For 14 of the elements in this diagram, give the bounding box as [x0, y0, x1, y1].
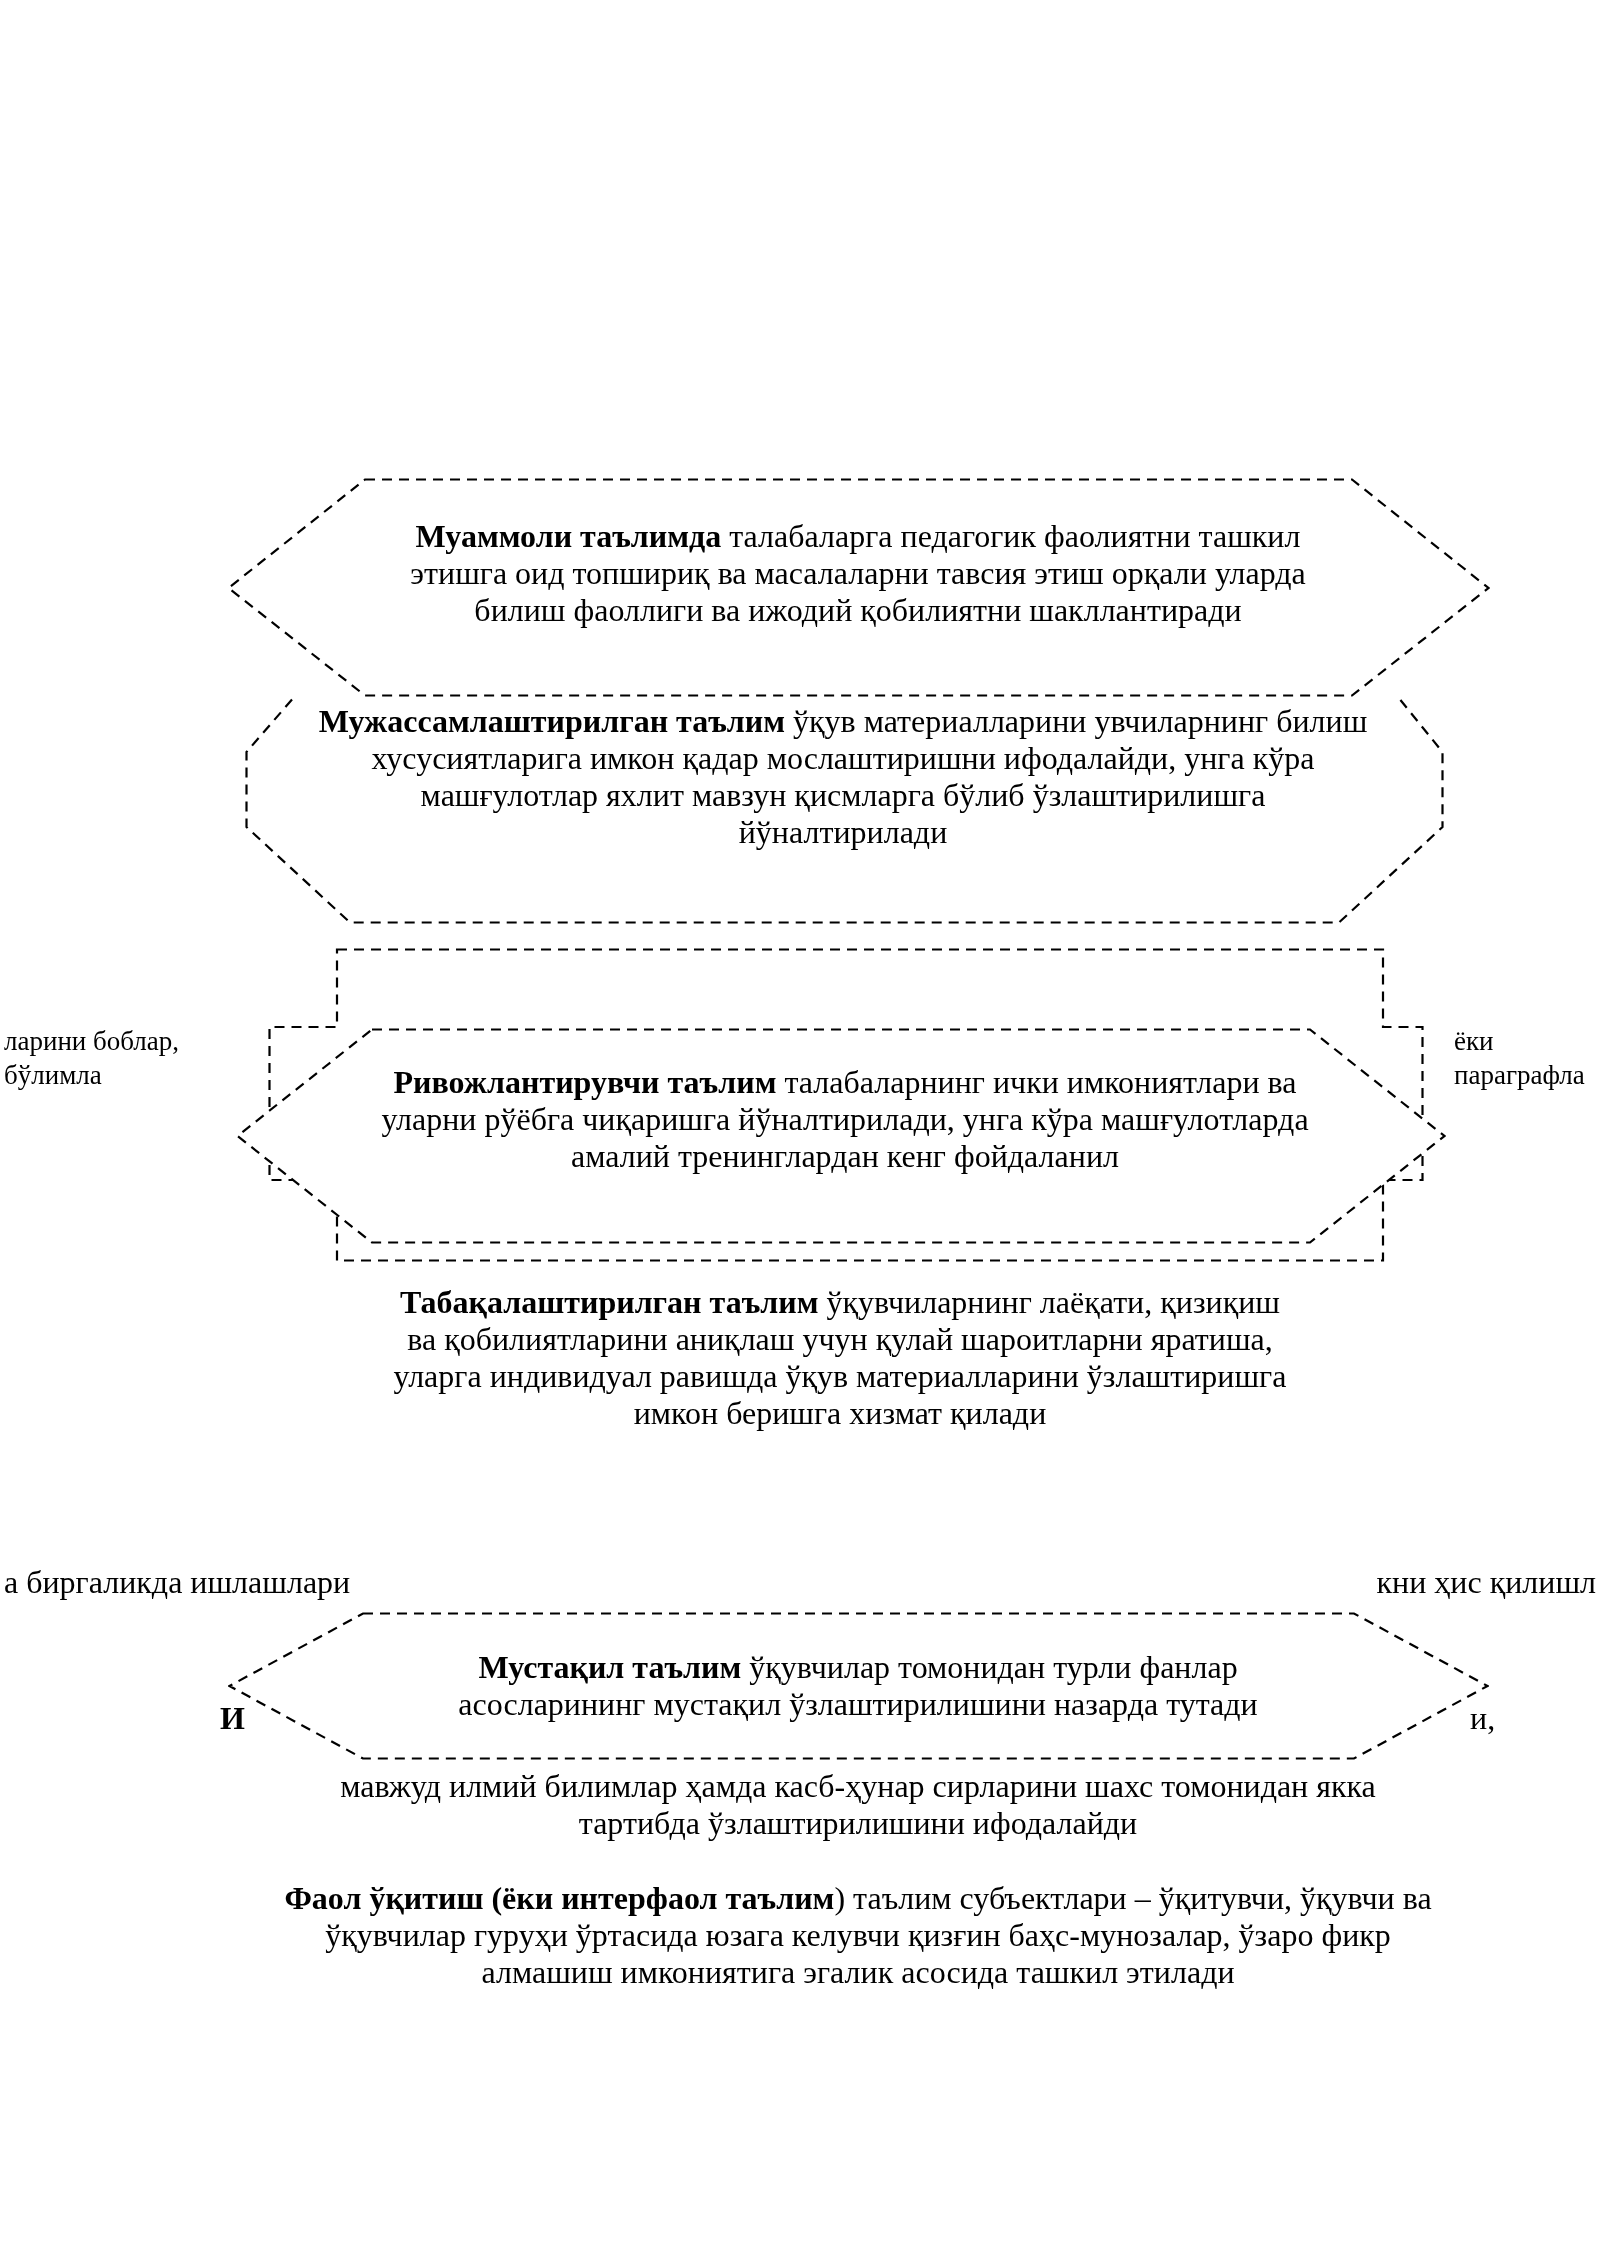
text-fragment: ларини боблар, бўлимла [4, 1025, 181, 1092]
paragraph-text: Фаол ўқитиш (ёки интерфаол таълим) таълим субъектлари – ўқитувчи, ўқувчи ва ўқувчилар гуруҳи ўртасида юзага келувчи қизғин баҳс-мунозалар, ўзаро фикр алмашиш имкониятига эгалик асосида ташкил этилади [283, 1880, 1433, 1991]
paragraph-text: Табақалаштирилган таълим ўқувчиларнинг лаёқати, қизиқиш ва қобилиятларини аниқлаш учун қулай шароитларни яратиша, уларга индивидуал равишда ўқув материалларини ўзлаштиришга имкон беришга хизмат қилади [392, 1284, 1288, 1432]
text-fragment: и, [1470, 1700, 1496, 1737]
definition-text: Ривожлантирувчи таълим талабаларнинг ички имкониятлари ва уларни рўёбга чиқаришга йўналтирилади, унга кўра машғулотларда амалий тренинглардан кенг фойдаланил [380, 1064, 1310, 1175]
hexagon-shape [227, 478, 1490, 697]
definition-text: Мужассамлаштирилган таълим ўқув материалларини увчиларнинг билиш хусусиятларига имкон қадар мослаштиришни ифодалайди, унга кўра машғулотлар яхлит мавзун қисмларга бўлиб ўзлаштирилишга йўналтирилади [317, 703, 1369, 851]
text-fragment: кни ҳис қилишл [1376, 1564, 1596, 1601]
text-fragment: И [220, 1700, 245, 1737]
definition-text: Мустақил таълим ўқувчилар томонидан турли фанлар асосларининг мустақил ўзлаштирилишини назарда тутади [457, 1649, 1259, 1723]
text-fragment: ёки параграфла [1454, 1025, 1586, 1092]
text-fragment: а биргаликда ишлашлари [4, 1564, 351, 1601]
definition-text: Муаммоли таълимда талабаларга педагогик фаолиятни ташкил этишга оид топшириқ ва масалаларни тавсия этиш орқали уларда билиш фаоллиги ва ижодий қобилиятни шакллантиради [409, 518, 1307, 629]
paragraph-text: мавжуд илмий билимлар ҳамда касб-ҳунар сирларини шахс томонидан якка тартибда ўзлаштирилишини ифодалайди [339, 1768, 1377, 1842]
